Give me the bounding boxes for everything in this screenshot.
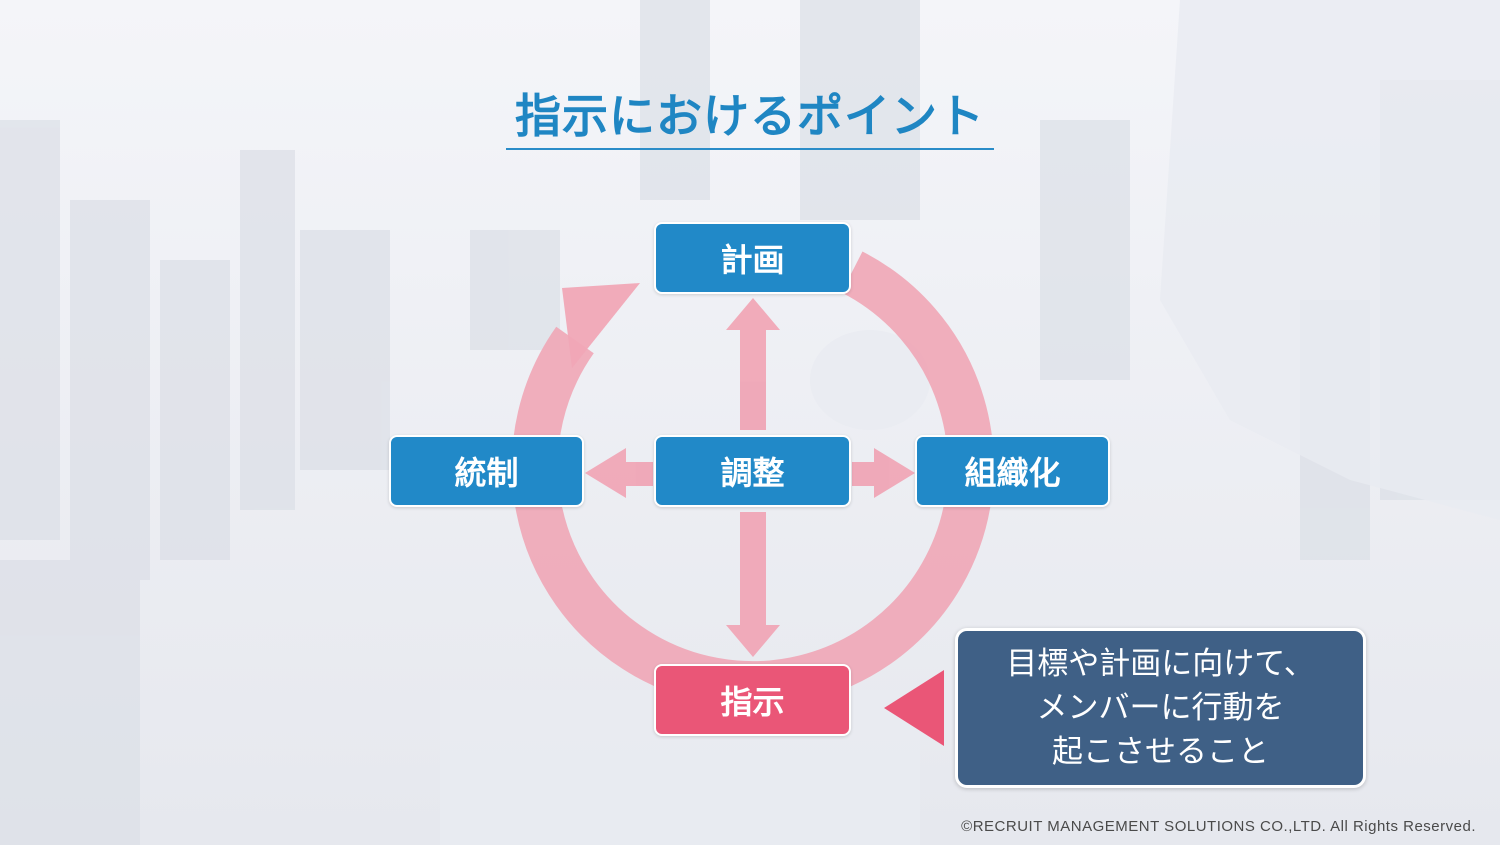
node-direct: 指示 bbox=[654, 664, 851, 736]
copyright-footer: ©RECRUIT MANAGEMENT SOLUTIONS CO.,LTD. A… bbox=[961, 818, 1476, 835]
callout-line-3: 起こさせること bbox=[1052, 734, 1269, 770]
node-adjust: 調整 bbox=[654, 435, 851, 507]
definition-callout: 目標や計画に向けて、 メンバーに行動を 起こさせること bbox=[955, 628, 1366, 788]
callout-line-2: メンバーに行動を bbox=[1036, 690, 1285, 726]
callout-line-1: 目標や計画に向けて、 bbox=[1006, 646, 1315, 682]
arrow-up bbox=[726, 298, 780, 430]
arrow-left bbox=[585, 448, 653, 498]
node-control: 統制 bbox=[389, 435, 584, 507]
callout-pointer bbox=[884, 670, 944, 746]
slide-title: 指示におけるポイント bbox=[515, 89, 985, 143]
arrow-down bbox=[726, 512, 780, 657]
arrow-right bbox=[852, 448, 915, 498]
node-organize: 組織化 bbox=[915, 435, 1110, 507]
cycle-arrowhead bbox=[562, 283, 640, 368]
node-plan: 計画 bbox=[654, 222, 851, 294]
title-underline bbox=[506, 148, 994, 150]
